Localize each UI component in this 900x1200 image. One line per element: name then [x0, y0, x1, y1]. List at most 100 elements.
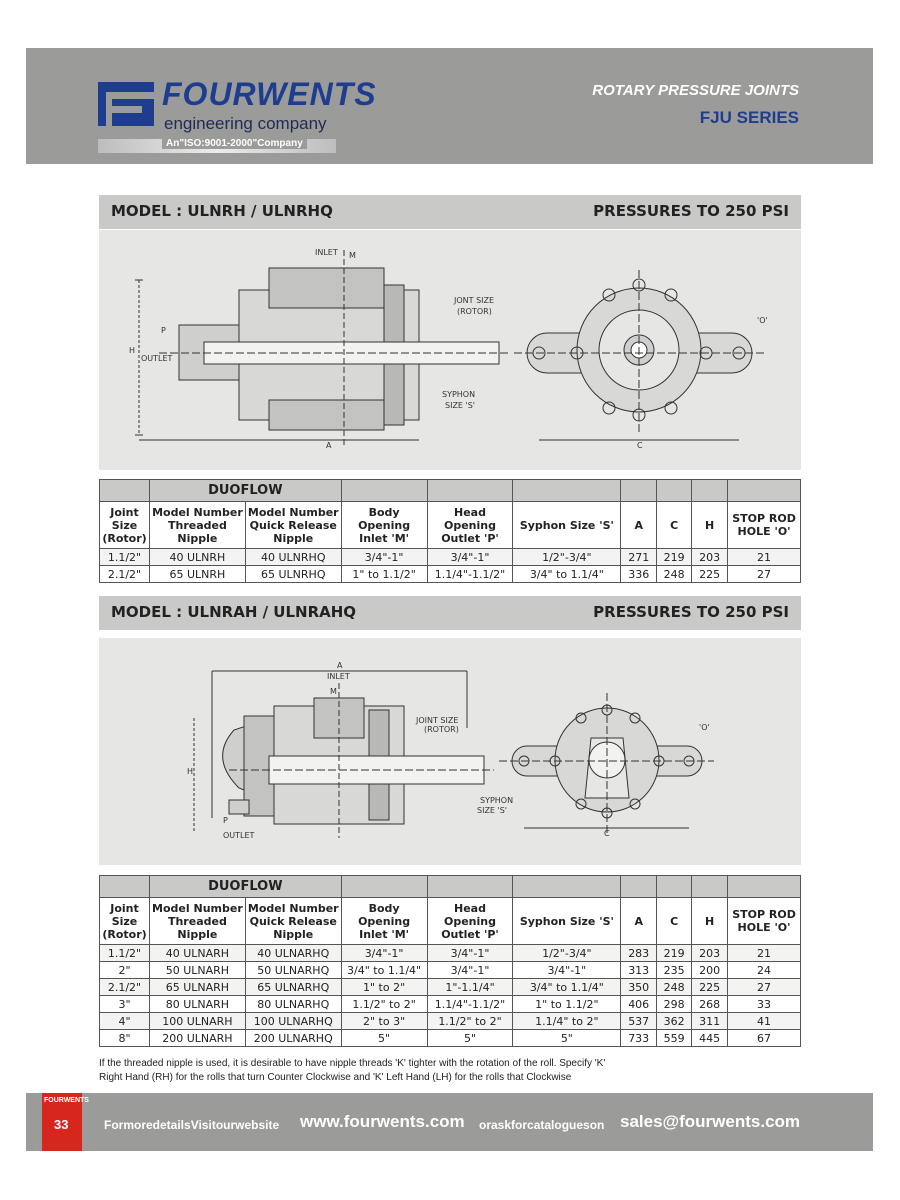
table-cell: 1" to 2": [340, 978, 428, 996]
table-cell: 65 ULNARHQ: [244, 978, 342, 996]
s1-inlet-label: INLET: [315, 248, 338, 257]
table-cell: 50 ULNARH: [148, 961, 246, 979]
table-cell: 8": [99, 1029, 150, 1047]
table-cell: 65 ULNARH: [148, 978, 246, 996]
column-header: Model Number Threaded Nipple: [148, 501, 246, 549]
table-cell: 40 ULNRH: [148, 548, 246, 566]
table-cell: 1.1/2": [99, 548, 150, 566]
column-header: Model Number Threaded Nipple: [148, 897, 246, 945]
table-cell: 27: [727, 978, 801, 996]
table-cell: 350: [620, 978, 658, 996]
table-cell: 3/4"-1": [426, 944, 514, 962]
table-cell: 200: [691, 961, 729, 979]
table-cell: 3/4"-1": [426, 961, 514, 979]
table-cell: 100 ULNARHQ: [244, 1012, 342, 1030]
table-cell: 2" to 3": [340, 1012, 428, 1030]
column-header: A: [620, 501, 658, 549]
table-cell: 225: [691, 978, 729, 996]
table-cell: 203: [691, 944, 729, 962]
section2-side-view: [193, 670, 494, 838]
table-cell: 235: [656, 961, 693, 979]
table-cell: 219: [656, 548, 693, 566]
table-cell: 3": [99, 995, 150, 1013]
s2-o-label: 'O': [699, 723, 710, 732]
s1-outlet-label: OUTLET: [141, 354, 173, 363]
table-cell: 40 ULNARHQ: [244, 944, 342, 962]
table-cell: 200 ULNARHQ: [244, 1029, 342, 1047]
footer-website-link[interactable]: www.fourwents.com: [300, 1112, 465, 1131]
column-header: STOP ROD HOLE 'O': [727, 501, 801, 549]
table-cell: 2.1/2": [99, 978, 150, 996]
table-cell: 271: [620, 548, 658, 566]
column-header: Joint Size (Rotor): [99, 501, 150, 549]
column-header: STOP ROD HOLE 'O': [727, 897, 801, 945]
table1-band-cell: [99, 479, 150, 502]
table-cell: 40 ULNRHQ: [244, 548, 342, 566]
table-cell: 1" to 1.1/2": [340, 565, 428, 583]
s1-rotor-label: (ROTOR): [457, 307, 492, 316]
section1-side-view: [135, 250, 509, 445]
s2-p-label: P: [223, 816, 228, 825]
page-title: ROTARY PRESSURE JOINTS: [592, 82, 799, 99]
s2-c-label: C: [604, 829, 610, 838]
table-cell: 248: [656, 565, 693, 583]
table-cell: 311: [691, 1012, 729, 1030]
table-cell: 3/4"-1": [512, 961, 622, 979]
s1-c-label: C: [637, 441, 643, 450]
page-number: 33: [54, 1117, 69, 1132]
table-cell: 50 ULNARHQ: [244, 961, 342, 979]
table-cell: 80 ULNARH: [148, 995, 246, 1013]
section1-title-bar: MODEL : ULNRH / ULNRHQ PRESSURES TO 250 …: [99, 195, 801, 229]
table-cell: 3/4"-1": [340, 548, 428, 566]
section1-pressure: PRESSURES TO 250 PSI: [593, 202, 789, 220]
table-cell: 65 ULNRHQ: [244, 565, 342, 583]
fourwents-logo-icon: [98, 82, 154, 126]
table-cell: 41: [727, 1012, 801, 1030]
nipple-note: If the threaded nipple is used, it is de…: [99, 1057, 801, 1085]
column-header: H: [691, 501, 729, 549]
table-cell: 3/4"-1": [426, 548, 514, 566]
table-cell: 65 ULNRH: [148, 565, 246, 583]
section1-model: MODEL : ULNRH / ULNRHQ: [111, 202, 333, 220]
table-cell: 445: [691, 1029, 729, 1047]
table-cell: 33: [727, 995, 801, 1013]
section2-title-bar: MODEL : ULNRAH / ULNRAHQ PRESSURES TO 25…: [99, 596, 801, 630]
table-cell: 733: [620, 1029, 658, 1047]
table-cell: 298: [656, 995, 693, 1013]
table-cell: 5": [512, 1029, 622, 1047]
column-header: Syphon Size 'S': [512, 897, 622, 945]
s2-joint-size-label: JOINT SIZE: [415, 716, 458, 725]
note-line-1: If the threaded nipple is used, it is de…: [99, 1058, 606, 1069]
table2-band-cell: [99, 875, 150, 898]
table-cell: 1/2"-3/4": [512, 944, 622, 962]
table-cell: 268: [691, 995, 729, 1013]
iso-text: An"ISO:9001-2000"Company: [162, 138, 307, 149]
table-cell: 2.1/2": [99, 565, 150, 583]
section2-pressure: PRESSURES TO 250 PSI: [593, 603, 789, 621]
footer-email-link[interactable]: sales@fourwents.com: [620, 1112, 801, 1131]
s1-o-label: 'O': [757, 316, 768, 325]
s2-inlet-label: INLET: [327, 672, 350, 681]
table-cell: 537: [620, 1012, 658, 1030]
column-header: A: [620, 897, 658, 945]
column-header: Head Opening Outlet 'P': [426, 897, 514, 945]
table2-group-header: DUOFLOW: [148, 875, 342, 898]
table-cell: 1.1/4" to 2": [512, 1012, 622, 1030]
table-cell: 67: [727, 1029, 801, 1047]
s1-syphon-size-label: SIZE 'S': [445, 401, 475, 410]
table-cell: 313: [620, 961, 658, 979]
table-cell: 5": [426, 1029, 514, 1047]
section2-end-view: [499, 693, 714, 833]
table-cell: 1.1/2" to 2": [426, 1012, 514, 1030]
section2-drawing: A INLET M JOINT SIZE (ROTOR) H P OUTLET …: [99, 638, 801, 865]
table-cell: 4": [99, 1012, 150, 1030]
section2-model: MODEL : ULNRAH / ULNRAHQ: [111, 603, 357, 621]
table-cell: 21: [727, 944, 801, 962]
s1-syphon-label: SYPHON: [442, 390, 475, 399]
section1-drawing: INLET M JONT SIZE (ROTOR) P H OUTLET SYP…: [99, 230, 801, 470]
